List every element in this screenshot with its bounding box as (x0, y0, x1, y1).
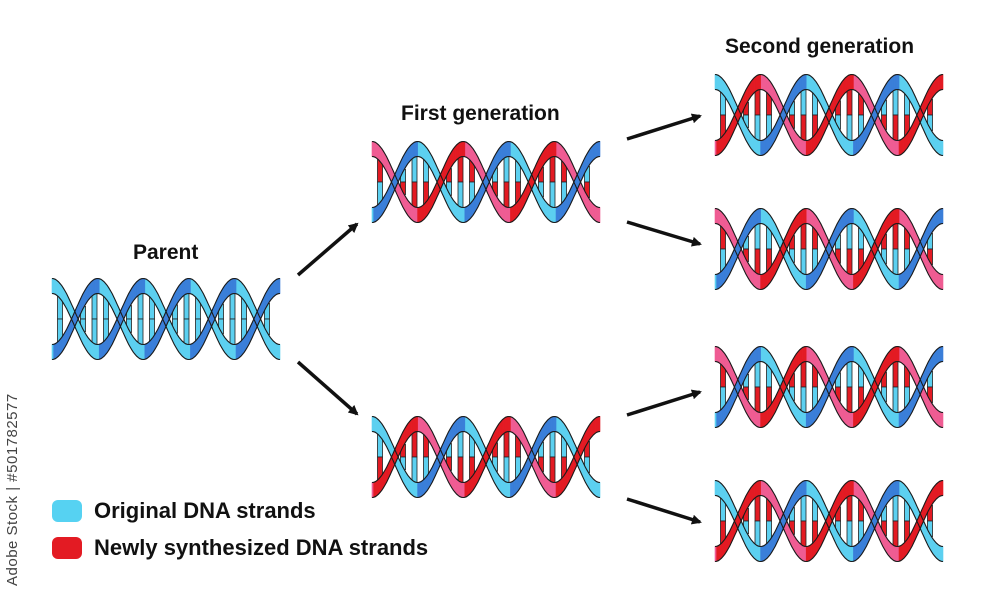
legend-original-label: Original DNA strands (94, 498, 316, 523)
arrow-first-bottom-to-second-4 (626, 497, 702, 525)
base-pairs (377, 428, 590, 486)
base-pairs (720, 492, 933, 550)
second-gen-helix-4 (714, 479, 944, 563)
second-gen-helix-2 (714, 207, 944, 291)
base-pairs (720, 220, 933, 278)
strand-outline (714, 73, 944, 157)
second-gen-helix-3 (714, 345, 944, 429)
legend-original: Original DNA strands (52, 498, 316, 524)
legend-new-swatch (52, 537, 82, 559)
parent-dna-helix (51, 277, 281, 361)
legend-new-label: Newly synthesized DNA strands (94, 535, 429, 560)
second-gen-helix-1 (714, 73, 944, 157)
parent-label: Parent (133, 241, 199, 264)
strand-outline (51, 277, 281, 361)
strand-outline (371, 140, 601, 224)
second-generation-label: Second generation (725, 35, 915, 58)
strand-outline (714, 479, 944, 563)
strand-outline (371, 415, 601, 499)
first-generation-label: First generation (401, 102, 560, 125)
first-gen-helix-bottom (371, 415, 601, 499)
base-pairs (377, 153, 590, 211)
arrow-first-bottom-to-second-3 (626, 389, 702, 417)
base-pairs (57, 290, 270, 348)
arrow-first-top-to-second-2 (626, 220, 702, 247)
strand-outline (714, 345, 944, 429)
legend-original-swatch (52, 500, 82, 522)
strand-front (53, 278, 281, 360)
stock-watermark: Adobe Stock | #501782577 (4, 393, 21, 586)
strand-outline (714, 207, 944, 291)
first-gen-helix-top (371, 140, 601, 224)
arrow-first-top-to-second-1 (626, 113, 702, 141)
arrow-parent-to-first-top (296, 222, 359, 277)
arrow-parent-to-first-bottom (296, 360, 359, 416)
base-pairs (720, 86, 933, 144)
legend-new: Newly synthesized DNA strands (52, 535, 428, 561)
